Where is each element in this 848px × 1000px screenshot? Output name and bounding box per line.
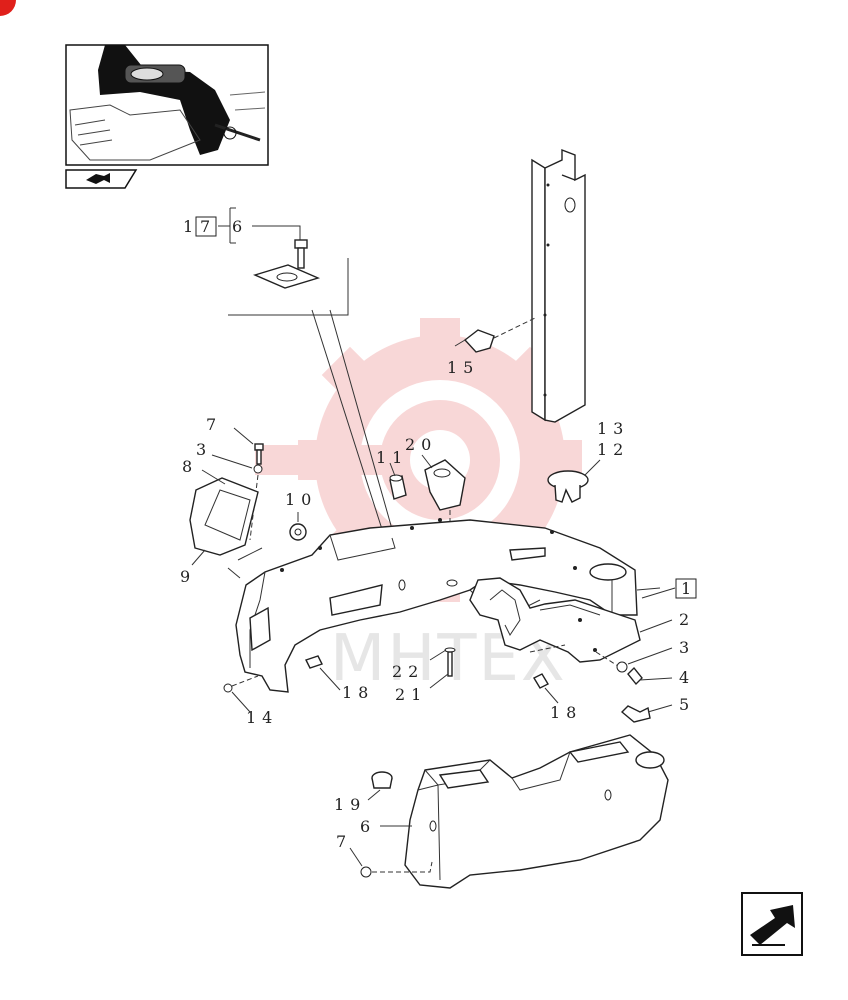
screw-7-lower — [349, 847, 433, 878]
callout-6-lower: 6 — [360, 817, 376, 836]
bracket-2 — [469, 577, 673, 663]
hardware-3-4-5 — [595, 647, 673, 723]
cover-8-9 — [189, 427, 264, 566]
callout-15: 15 — [447, 358, 479, 377]
spacer-18a — [305, 655, 341, 691]
clip-15 — [454, 317, 536, 353]
callout-18-right: 18 — [550, 703, 582, 722]
callout-3-left: 3 — [196, 440, 212, 459]
callout-3-right: 3 — [679, 638, 695, 657]
plug-19 — [367, 771, 393, 801]
spacer-18b — [533, 673, 559, 704]
callout-9: 9 — [180, 567, 196, 586]
callout-1: 1 — [681, 579, 697, 598]
grommet-10 — [289, 512, 307, 541]
arrow-return-icon — [86, 173, 110, 184]
corner-badge — [0, 0, 16, 16]
lower-housing-6 — [380, 734, 669, 889]
callout-7-lower: 7 — [336, 832, 352, 851]
screw-21-22 — [429, 647, 456, 689]
pillar-bracket-13 — [531, 148, 586, 423]
screw-14 — [223, 675, 259, 713]
callout-11: 11 — [376, 448, 408, 467]
callout-17: 1 — [183, 217, 199, 236]
callout-22: 22 — [392, 662, 424, 681]
callout-21: 21 — [395, 685, 427, 704]
callout-4: 4 — [679, 668, 695, 687]
callout-14: 14 — [246, 708, 278, 727]
callout-19: 19 — [334, 795, 366, 814]
callout-13: 13 — [597, 419, 629, 438]
callout-2: 2 — [679, 610, 695, 629]
grommet-11 — [389, 462, 407, 500]
callout-17-box: 7 — [200, 217, 216, 236]
callout-12: 12 — [597, 440, 629, 459]
console-housing-1 — [227, 518, 697, 693]
callout-group-17 — [195, 207, 406, 576]
callout-8: 8 — [182, 457, 198, 476]
callout-18-left: 18 — [342, 683, 374, 702]
next-page-arrow-icon[interactable] — [741, 892, 803, 956]
plug-12 — [547, 459, 601, 503]
callout-6-top: 6 — [232, 217, 248, 236]
callout-7-left: 7 — [206, 415, 222, 434]
cab-location-thumbnail — [65, 44, 269, 189]
callout-20: 20 — [405, 435, 437, 454]
callout-10: 10 — [285, 490, 317, 509]
callout-5: 5 — [679, 695, 695, 714]
